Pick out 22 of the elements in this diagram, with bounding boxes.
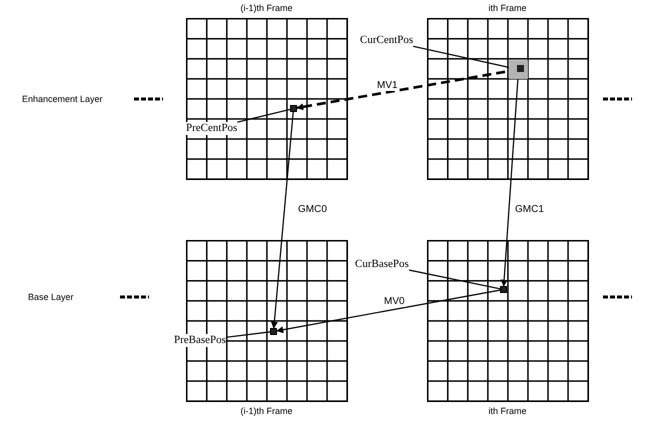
position-marker [290, 105, 297, 112]
edge-label: MV1 [376, 80, 399, 91]
arrow [270, 112, 294, 329]
frame-caption: ith Frame [487, 3, 528, 13]
position-label: PreBasePos [174, 334, 226, 347]
position-label: CurBasePos [355, 258, 409, 271]
arrow [276, 290, 500, 334]
leader-line [226, 331, 270, 338]
layer-label: Enhancement Layer [22, 94, 103, 104]
edge-label: MV0 [383, 296, 406, 307]
leader-line [413, 46, 510, 68]
leader-line [408, 269, 500, 290]
edge-label: GMC0 [297, 204, 328, 215]
position-marker [270, 328, 277, 335]
highlighted-position-cell [509, 60, 528, 79]
frame-caption: (i-1)th Frame [239, 406, 294, 416]
position-marker [500, 286, 507, 293]
frame-caption: ith Frame [487, 406, 528, 416]
arrow [500, 78, 518, 287]
frame-caption: (i-1)th Frame [239, 3, 294, 13]
layer-label: Base Layer [28, 292, 74, 302]
edge-label: GMC1 [514, 204, 545, 215]
